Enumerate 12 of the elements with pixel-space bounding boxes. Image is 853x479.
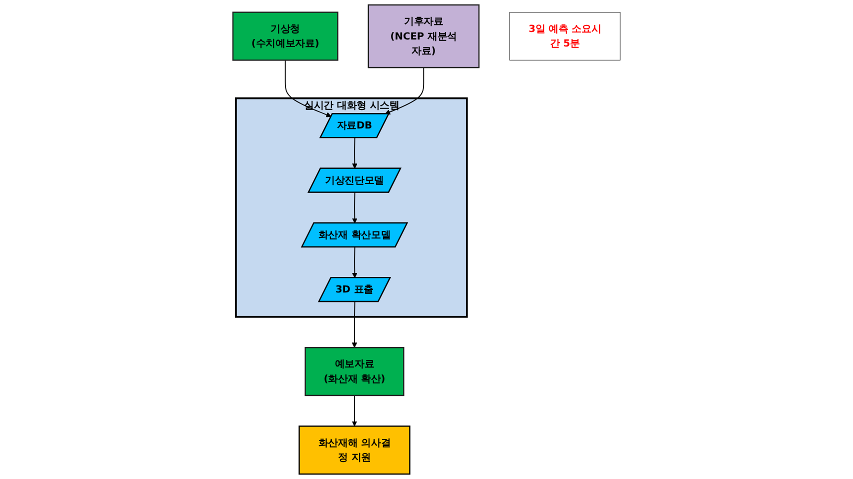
node-box: 화산재해 의사결정 지원	[298, 426, 410, 475]
arrow	[352, 395, 358, 426]
arrow	[352, 137, 358, 169]
node-box: 기후자료 (NCEP 재분석자료)	[368, 4, 480, 68]
arrow	[352, 192, 358, 224]
node-box: 3일 예측 소요시간 5분	[509, 12, 620, 60]
arrow	[352, 246, 358, 278]
arrow	[284, 60, 332, 118]
node-box: 예보자료 (화산재 확산)	[304, 346, 404, 396]
arrow	[384, 67, 424, 115]
arrow	[352, 301, 358, 348]
node-box: 기상청 (수치예보자료)	[232, 12, 338, 61]
